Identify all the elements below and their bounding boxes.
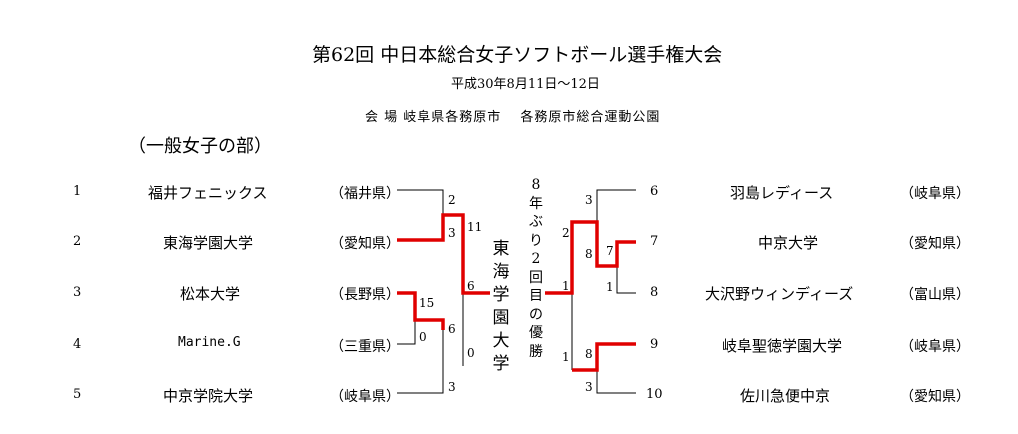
team-number: 4 [73, 337, 82, 352]
team-prefecture: （愛知県） [900, 236, 970, 252]
note-char: り [529, 232, 543, 249]
team-prefecture: （富山県） [900, 287, 970, 303]
score: 8 [585, 347, 593, 361]
champion-name: 東 海 学 園 大 学 [491, 238, 511, 376]
note-char: 回 [529, 269, 543, 286]
team-name: 佐川急便中京 [740, 387, 831, 405]
note-char: 目 [529, 288, 543, 304]
team-number: 2 [73, 234, 82, 249]
score: 1 [562, 350, 570, 364]
bracket-line [397, 330, 444, 394]
team-prefecture: （岐阜県） [330, 389, 400, 405]
note-char: ぶ [529, 214, 543, 230]
division-label: （一般女子の部） [128, 136, 272, 157]
event-date: 平成30年8月11日～12日 [451, 77, 600, 92]
champion-char: 園 [492, 308, 510, 328]
team-prefecture: （長野県） [330, 287, 400, 303]
team-number: 7 [650, 234, 659, 249]
bracket-line [596, 189, 636, 222]
champion-char: 学 [492, 285, 510, 305]
score: 0 [467, 346, 475, 360]
page-title: 第62回 中日本総合女子ソフトボール選手権大会 [312, 44, 723, 66]
score: 7 [606, 244, 614, 258]
score: 3 [448, 380, 456, 394]
team-name: Marine.G [178, 335, 241, 350]
team-name: 福井フェニックス [148, 184, 268, 202]
right-bracket-winners [545, 220, 636, 372]
event-venue: 会 場 岐阜県各務原市 各務原市総合運動公園 [365, 110, 661, 125]
team-number: 6 [650, 184, 659, 199]
bracket-line [397, 320, 416, 345]
team-number: 1 [73, 184, 82, 199]
team-prefecture: （岐阜県） [900, 186, 970, 202]
team-number: 5 [73, 387, 82, 402]
team-prefecture: （岐阜県） [900, 339, 970, 355]
left-bracket-winners [397, 213, 490, 330]
score: 3 [585, 193, 593, 207]
note-char: 優 [529, 325, 543, 341]
note-char: 2 [531, 251, 541, 267]
note-char: の [529, 306, 543, 323]
team-number: 3 [73, 285, 82, 300]
champion-char: 学 [492, 354, 510, 374]
left-bracket-losers [397, 189, 464, 394]
score: 3 [585, 380, 593, 394]
score: 11 [467, 220, 483, 234]
winner-path-matsumoto [397, 291, 445, 330]
team-name: 羽島レディース [730, 184, 834, 202]
score: 1 [606, 280, 614, 294]
champion-char: 東 [492, 239, 510, 259]
score: 2 [562, 226, 570, 240]
score: 1 [562, 279, 570, 293]
winner-path-tokai [397, 213, 490, 295]
team-number: 8 [650, 285, 659, 300]
team-prefecture: （三重県） [330, 339, 400, 355]
score: 8 [585, 247, 593, 261]
champion-note: 8 年 ぶ り 2 回 目 の 優 勝 [528, 176, 544, 361]
team-number: 9 [650, 337, 659, 352]
team-name: 中京学院大学 [163, 387, 254, 405]
winner-path-chukyo [545, 220, 636, 295]
bracket-line [616, 266, 636, 294]
note-char: 年 [529, 195, 543, 212]
score: 6 [448, 322, 456, 336]
team-number: 10 [646, 387, 663, 402]
team-prefecture: （愛知県） [330, 236, 400, 252]
team-prefecture: （福井県） [330, 186, 400, 202]
bracket-line [596, 370, 636, 394]
bracket-line [397, 189, 444, 215]
champion-char: 海 [492, 262, 510, 282]
champion-char: 大 [492, 331, 510, 351]
score: 0 [419, 330, 427, 344]
team-prefecture: （愛知県） [900, 389, 970, 405]
note-char: 8 [531, 177, 541, 193]
winner-path-gifu-shotoku [572, 342, 636, 372]
team-name: 東海学園大学 [163, 234, 254, 252]
score: 6 [467, 279, 475, 293]
score: 3 [448, 226, 456, 240]
team-name: 岐阜聖徳学園大学 [722, 337, 843, 355]
note-char: 勝 [529, 343, 543, 360]
right-bracket-losers [571, 189, 636, 394]
score: 15 [419, 296, 435, 310]
score: 2 [448, 193, 456, 207]
team-name: 中京大学 [758, 234, 819, 252]
team-name: 松本大学 [180, 285, 241, 303]
team-name: 大沢野ウィンディーズ [705, 285, 854, 303]
